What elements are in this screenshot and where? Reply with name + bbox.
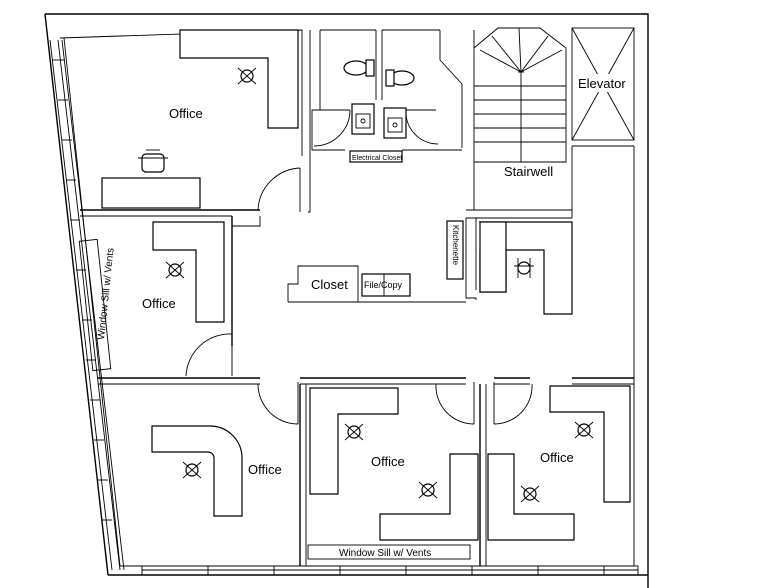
file-copy-label: File/Copy [364,280,403,290]
kitchenette-label: Kitchenette [451,225,460,266]
office-mid-left: Office [142,221,225,323]
restroom-fixtures [343,59,415,139]
office-bottom-center: Office [309,387,479,541]
office-mid-left-label: Office [142,296,176,311]
office-bottom-left-label: Office [248,462,282,477]
office-chair-icon [165,261,185,279]
office-chair-icon [237,67,257,85]
sink-icon [351,103,375,135]
office-top-left-label: Office [169,106,203,121]
toilet-icon [385,69,415,87]
window-sill-bottom: Window Sill w/ Vents [141,544,639,576]
window-sill-bottom-label: Window Sill w/ Vents [339,548,431,559]
window-sill-left: Window Sill w/ Vents [49,39,125,571]
office-chair-icon [418,481,438,499]
office-bottom-left: Office [151,425,282,517]
office-bottom-right: Office [487,385,631,541]
office-top-left: Office [101,29,299,209]
office-chair-icon [514,258,534,278]
office-chair-icon [520,485,540,503]
interior-walls [80,29,634,566]
electrical-closet-label: Electrical Closet [352,155,402,162]
office-mid-right [478,221,573,315]
office-bottom-right-label: Office [540,450,574,465]
stove-icon [138,149,168,173]
electrical-closet: Electrical Closet [349,150,403,163]
office-bottom-center-label: Office [371,454,405,469]
elevator: Elevator [571,27,635,141]
doors [185,109,533,425]
closet-label: Closet [311,277,348,292]
sink-icon [383,107,407,139]
file-copy: File/Copy [361,273,411,297]
toilet-icon [343,59,375,77]
elevator-label: Elevator [578,76,626,91]
stairwell-label: Stairwell [504,164,553,179]
office-chair-icon [344,423,364,441]
kitchenette: Kitchenette [446,220,464,280]
closet: Closet [287,265,466,303]
office-chair-icon [574,421,594,439]
office-chair-icon [182,461,202,479]
stairwell: Stairwell [473,27,567,179]
